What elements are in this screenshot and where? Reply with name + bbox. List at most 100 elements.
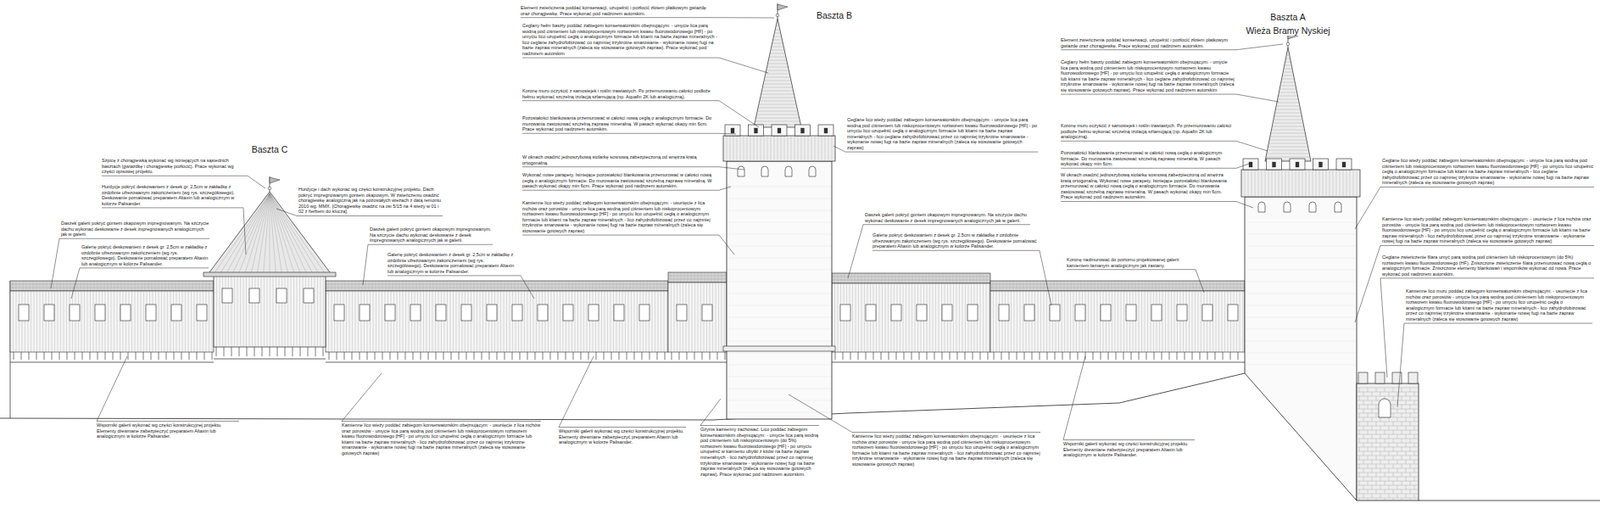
shingle-line [976, 273, 978, 284]
plank-line [861, 283, 863, 352]
plank-line [363, 290, 365, 352]
plank-line [66, 290, 67, 352]
plank-line [155, 290, 157, 352]
shingle-line [426, 280, 428, 291]
plank-line [381, 290, 383, 352]
shingle-line [881, 273, 883, 284]
brick-line [1414, 485, 1416, 490]
shingle-line [416, 280, 418, 291]
plank-line [384, 290, 386, 352]
shingle-line [1265, 156, 1310, 158]
shingle-line [687, 272, 689, 283]
plank-line [340, 290, 341, 352]
shingle-line [599, 280, 601, 291]
brick-line [1357, 489, 1418, 491]
plank-line [1230, 290, 1232, 352]
gallery-bracket [466, 351, 468, 360]
wall-line [831, 362, 991, 363]
plank-line [736, 135, 738, 162]
plank-line [1064, 290, 1065, 352]
shingle-line [1269, 143, 1308, 145]
shingle-line [891, 273, 893, 284]
gallery-bracket [336, 351, 338, 360]
plank-line [444, 290, 446, 352]
plank-line [42, 290, 44, 352]
brick-line [1376, 463, 1378, 469]
plank-line [434, 290, 436, 352]
plank-line [188, 290, 190, 352]
plank-line [1343, 169, 1344, 197]
shingle-line [165, 280, 167, 291]
brick-line [1376, 489, 1378, 494]
shingle-line [765, 73, 790, 75]
shingle-line [90, 280, 92, 291]
plank-line [958, 283, 960, 352]
gallery-window [69, 304, 80, 321]
plank-line [194, 290, 196, 352]
shingle-line [763, 87, 793, 89]
shingle-line [1020, 280, 1021, 291]
brick-line [1363, 451, 1365, 456]
shingle-line [646, 280, 648, 291]
plank-line [458, 290, 460, 352]
plank-line [1302, 169, 1304, 197]
brick-line [1401, 395, 1403, 401]
brick-line [1405, 391, 1407, 396]
gallery-window [359, 304, 370, 321]
shingle-line [538, 280, 540, 291]
plank-line [263, 275, 265, 347]
plank-line [506, 290, 508, 352]
plank-line [814, 135, 816, 162]
gallery-bracket [59, 351, 61, 360]
brick-line [1376, 480, 1378, 486]
shingle-line [1283, 68, 1292, 70]
brick-line [1367, 438, 1369, 443]
plank-line [998, 290, 1000, 352]
masonry-line [727, 245, 831, 247]
plank-line [646, 290, 647, 352]
shingle-line [983, 273, 985, 284]
plank-line [663, 290, 665, 352]
plank-line [22, 290, 23, 352]
masonry-line [727, 257, 831, 259]
shingle-line [1003, 280, 1004, 291]
tower-c-window [222, 288, 233, 303]
shingle-line [623, 280, 625, 291]
annotation-note: Ceglane lico wieży poddać zabiegom konse… [847, 117, 1038, 151]
plank-line [767, 135, 769, 162]
gallery-bracket [641, 351, 643, 360]
shingle-line [325, 287, 669, 289]
gallery-bracket [934, 351, 936, 360]
gallery-bracket [390, 351, 391, 360]
plank-line [482, 290, 484, 352]
shingle-line [1193, 280, 1194, 291]
plank-line [69, 290, 71, 352]
plank-line [1192, 290, 1194, 352]
shingle-line [1131, 280, 1133, 291]
shingle-line [348, 280, 350, 291]
gallery-window [196, 304, 207, 321]
plank-line [1258, 169, 1260, 197]
plank-line [208, 290, 210, 352]
brick-line [1401, 438, 1403, 443]
plank-line [674, 282, 675, 352]
plank-line [308, 275, 310, 347]
plank-line [1111, 290, 1113, 352]
plank-line [1285, 169, 1287, 197]
shingle-line [929, 273, 931, 284]
brick-line [1414, 425, 1416, 430]
shingle-line [609, 280, 611, 291]
brick-line [1393, 429, 1394, 435]
shingle-line [450, 280, 452, 291]
plank-line [1156, 290, 1158, 352]
brick-line [1367, 404, 1369, 409]
brick-line [1376, 412, 1378, 418]
gallery-window [1202, 304, 1213, 321]
shingle-line [956, 273, 958, 284]
roof-line [269, 193, 271, 275]
plank-line [1309, 169, 1311, 197]
brick-line [1357, 451, 1418, 452]
plank-line [740, 135, 742, 162]
plank-line [1109, 290, 1110, 352]
brick-line [1367, 387, 1369, 392]
